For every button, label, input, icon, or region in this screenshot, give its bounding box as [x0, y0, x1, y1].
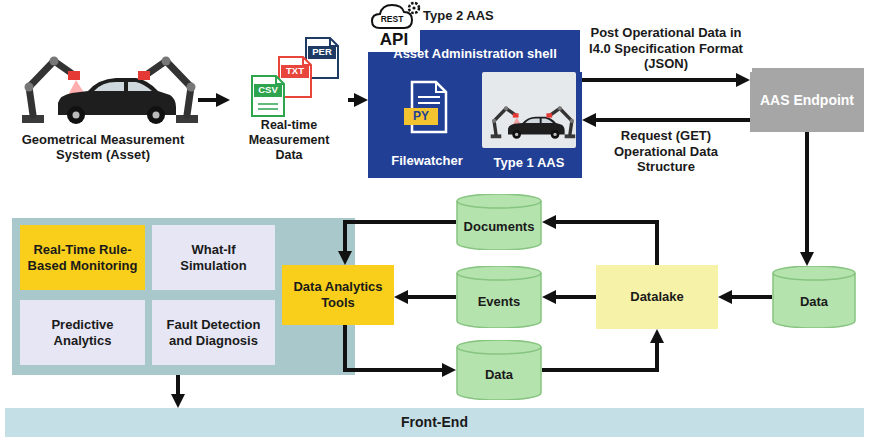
node-text: Type 1 AAS — [494, 155, 565, 171]
node-text: Real-Time Rule-Based Monitoring — [26, 242, 139, 273]
node-text: Documents — [464, 219, 535, 235]
node-text: Front-End — [401, 414, 468, 431]
filewatcher-node: Filewatcher — [384, 78, 470, 173]
node-text: Fault Detection and Diagnosis — [158, 317, 269, 348]
file-type-tag: PY — [404, 108, 438, 125]
process-box: Data Analytics Tools — [282, 265, 394, 325]
rest-api-icon — [372, 3, 419, 28]
node-text: Data — [800, 294, 828, 310]
flow-arrow — [176, 375, 180, 397]
type1-aas-node: Type 1 AAS — [478, 70, 580, 175]
flow-arrow — [553, 222, 657, 265]
storage-cylinder: Documents — [456, 194, 542, 250]
function-box: Predictive Analytics — [20, 300, 145, 365]
file-type-tag: CSV — [254, 84, 282, 97]
node-text: Geometrical Measurement System (Asset) — [14, 132, 192, 163]
storage-cylinder: Events — [456, 266, 542, 328]
flow-arrow — [405, 295, 456, 299]
flow-arrow — [593, 118, 750, 122]
file-icons — [252, 38, 338, 116]
asset-node: Geometrical Measurement System (Asset) — [8, 35, 198, 167]
function-box: Real-Time Rule-Based Monitoring — [20, 225, 145, 290]
flow-arrow — [198, 98, 219, 102]
node-text: Data Analytics Tools — [288, 279, 388, 310]
frontend-band: Front-End — [5, 408, 864, 437]
flow-arrow — [345, 325, 445, 370]
function-box: Fault Detection and Diagnosis — [152, 300, 275, 365]
node-text: Filewatcher — [391, 153, 463, 169]
icon-text: API — [370, 30, 418, 50]
function-box: What-If Simulation — [152, 225, 275, 290]
file-type-tag: TXT — [281, 65, 309, 78]
node-text: Data — [485, 367, 513, 383]
flow-arrow — [348, 98, 357, 102]
node-text: Events — [478, 294, 521, 310]
node-text: Real-time Measurement Data — [236, 118, 342, 163]
flow-arrow — [805, 132, 809, 255]
file-type-tag: PER — [308, 46, 336, 59]
python-file-icon — [404, 82, 446, 132]
asset-illustration — [22, 57, 198, 125]
edge-label: Post Operational Data in I4.0 Specificat… — [580, 25, 752, 72]
flow-arrow — [345, 222, 456, 254]
icon-text: REST — [375, 14, 409, 26]
aas-shell-background — [368, 30, 582, 178]
storage-cylinder: Data — [772, 266, 856, 328]
node-text: What-If Simulation — [158, 242, 269, 273]
storage-cylinder: Data — [456, 340, 542, 400]
node-text: Predictive Analytics — [26, 317, 139, 348]
node-text: Type 2 AAS — [423, 8, 582, 24]
node-text: AAS Endpoint — [760, 92, 854, 109]
flow-arrow — [542, 340, 657, 370]
flow-arrow — [553, 295, 596, 299]
endpoint-box: AAS Endpoint — [750, 68, 864, 132]
aas-shell: Type 2 AASAsset Administration shellFile… — [368, 3, 582, 180]
flow-arrow — [582, 78, 739, 82]
edge-label: Request (GET) Operational Data Structure — [590, 128, 742, 175]
datalake-box: Datalake — [596, 265, 718, 329]
flow-arrow — [729, 295, 772, 299]
node-text: Datalake — [630, 289, 683, 305]
type1-illustration — [482, 72, 576, 148]
